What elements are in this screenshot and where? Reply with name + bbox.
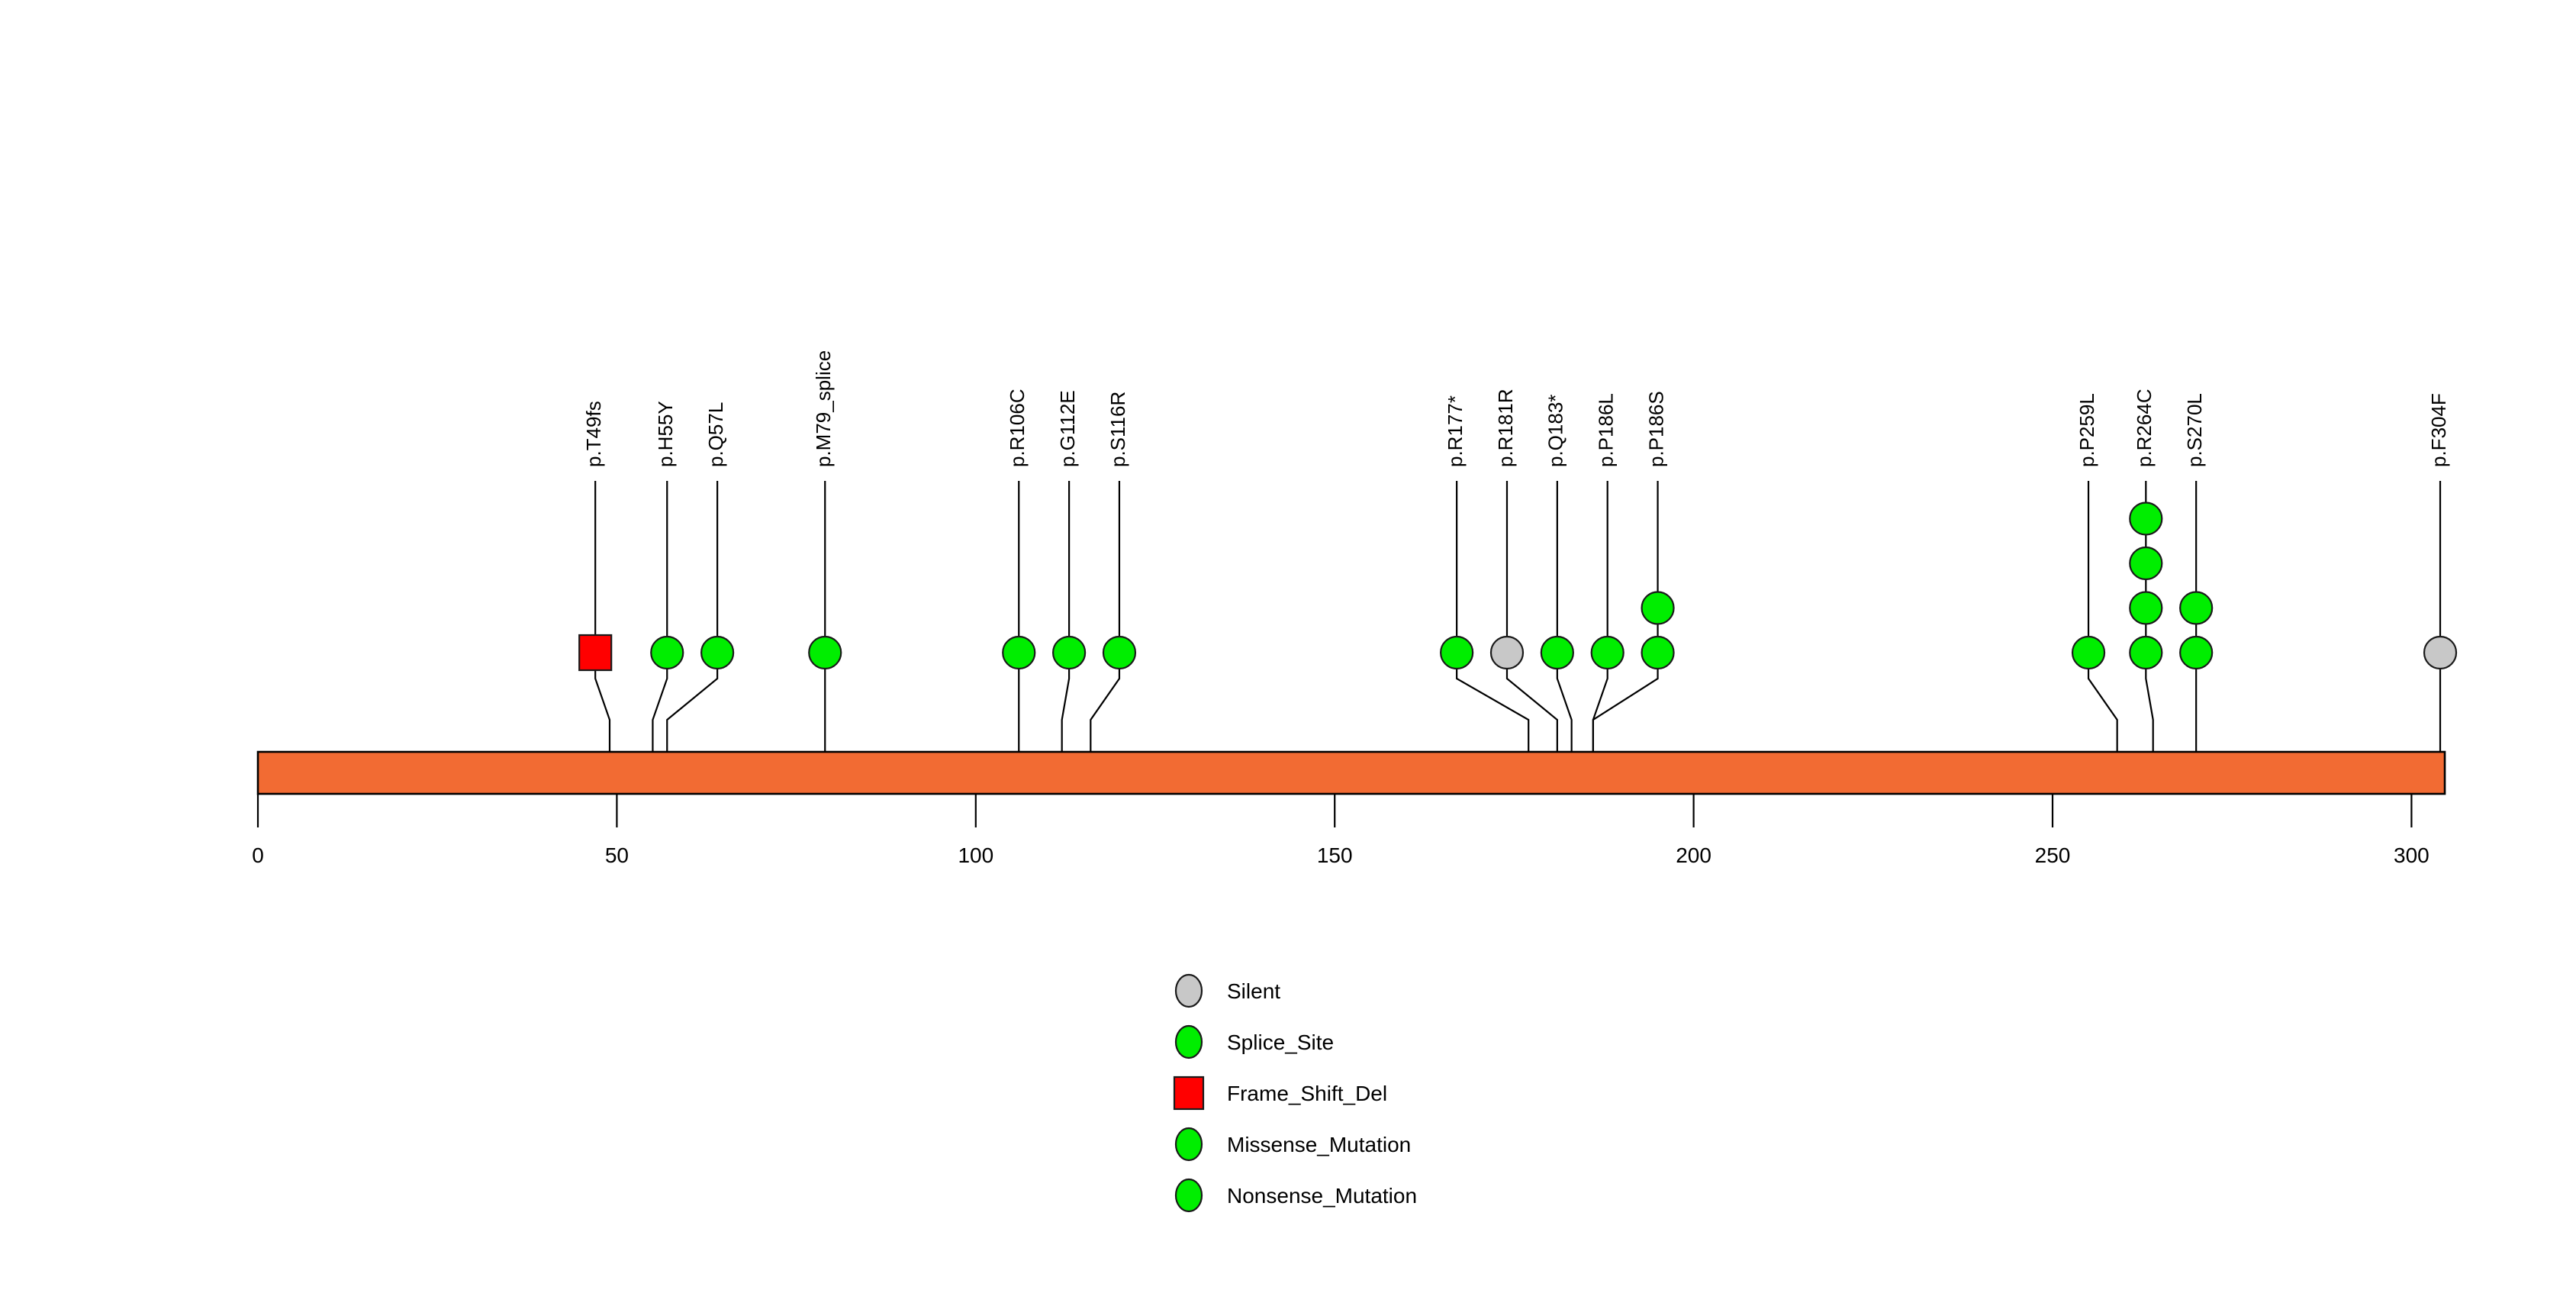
mutation-marker[interactable]: [1440, 635, 1474, 670]
legend-label: Nonsense_Mutation: [1227, 1184, 1417, 1208]
mutation-label: p.P186S: [1644, 391, 1667, 467]
mutation-marker[interactable]: [1052, 635, 1087, 670]
axis-tick-label: 0: [252, 843, 264, 867]
mutation-label: p.T49fs: [582, 401, 605, 467]
mutation-label: p.H55Y: [654, 401, 677, 467]
mutation-label: p.R106C: [1006, 389, 1029, 467]
mutation-label: p.R181R: [1494, 389, 1517, 467]
mutation-marker[interactable]: [2071, 635, 2106, 670]
mutation-label: p.G112E: [1056, 390, 1079, 467]
mutation-marker[interactable]: [2129, 635, 2163, 670]
mutation-marker[interactable]: [2179, 591, 2214, 625]
legend-label: Splice_Site: [1227, 1030, 1334, 1054]
mutation-marker[interactable]: [2129, 546, 2163, 581]
legend-label: Silent: [1227, 979, 1280, 1003]
axis-tick-label: 300: [2394, 843, 2429, 867]
mutation-marker[interactable]: [808, 635, 842, 670]
mutation-label: p.S270L: [2183, 393, 2206, 467]
legend-swatch: [1174, 1024, 1203, 1059]
mutation-label: p.M79_splice: [812, 350, 835, 467]
mutation-marker[interactable]: [1641, 635, 1675, 670]
legend-swatch: [1174, 973, 1203, 1008]
legend-swatch: [1173, 1076, 1205, 1111]
mutation-marker[interactable]: [2129, 501, 2163, 536]
markers-layer: [578, 501, 2458, 672]
mutation-marker[interactable]: [1641, 591, 1675, 625]
axis-tick-label: 100: [958, 843, 993, 867]
mutation-marker[interactable]: [1489, 635, 1525, 670]
mutation-stem: [1456, 481, 1530, 794]
mutation-stem: [1505, 481, 1558, 794]
mutation-marker[interactable]: [1102, 635, 1137, 670]
legend-label: Frame_Shift_Del: [1227, 1082, 1387, 1105]
mutation-marker[interactable]: [1002, 635, 1036, 670]
legend-label: Missense_Mutation: [1227, 1133, 1411, 1156]
axis-tick-label: 50: [605, 843, 629, 867]
mutation-labels-layer: p.T49fs p.H55Y p.Q57L p.M79_splice p.R106C p.…: [582, 350, 2450, 467]
legend-layer: SilentSplice_SiteFrame_Shift_DelMissense…: [1173, 973, 1417, 1213]
mutation-label: p.Q57L: [704, 402, 727, 467]
mutation-marker[interactable]: [2179, 635, 2214, 670]
mutation-marker[interactable]: [1590, 635, 1624, 670]
axis-tick-label: 200: [1676, 843, 1711, 867]
mutation-label: p.R264C: [2133, 389, 2156, 467]
mutation-marker[interactable]: [2129, 591, 2163, 625]
mutation-label: p.P186L: [1595, 393, 1618, 467]
stems-layer: [594, 481, 2442, 794]
mutation-marker[interactable]: [650, 635, 684, 670]
mutation-marker[interactable]: [578, 634, 613, 672]
axis-tick-label: 250: [2035, 843, 2071, 867]
mutation-marker[interactable]: [2423, 635, 2458, 670]
mutation-label: p.F304F: [2427, 393, 2450, 467]
protein-backbone-layer: [256, 750, 2446, 795]
x-axis-layer: 0 50 100 150 200 250 300: [252, 794, 2429, 867]
legend-swatch: [1174, 1127, 1203, 1162]
mutation-label: p.R177*: [1444, 395, 1467, 467]
axis-tick-label: 150: [1317, 843, 1353, 867]
mutation-label: p.P259L: [2075, 393, 2098, 467]
legend-swatch: [1174, 1178, 1203, 1213]
mutation-label: p.Q183*: [1544, 395, 1567, 467]
protein-backbone-bar: [256, 750, 2446, 795]
mutation-stem: [666, 481, 719, 794]
mutation-marker[interactable]: [1540, 635, 1574, 670]
mutation-label: p.S116R: [1106, 392, 1129, 467]
mutation-marker[interactable]: [700, 635, 735, 670]
